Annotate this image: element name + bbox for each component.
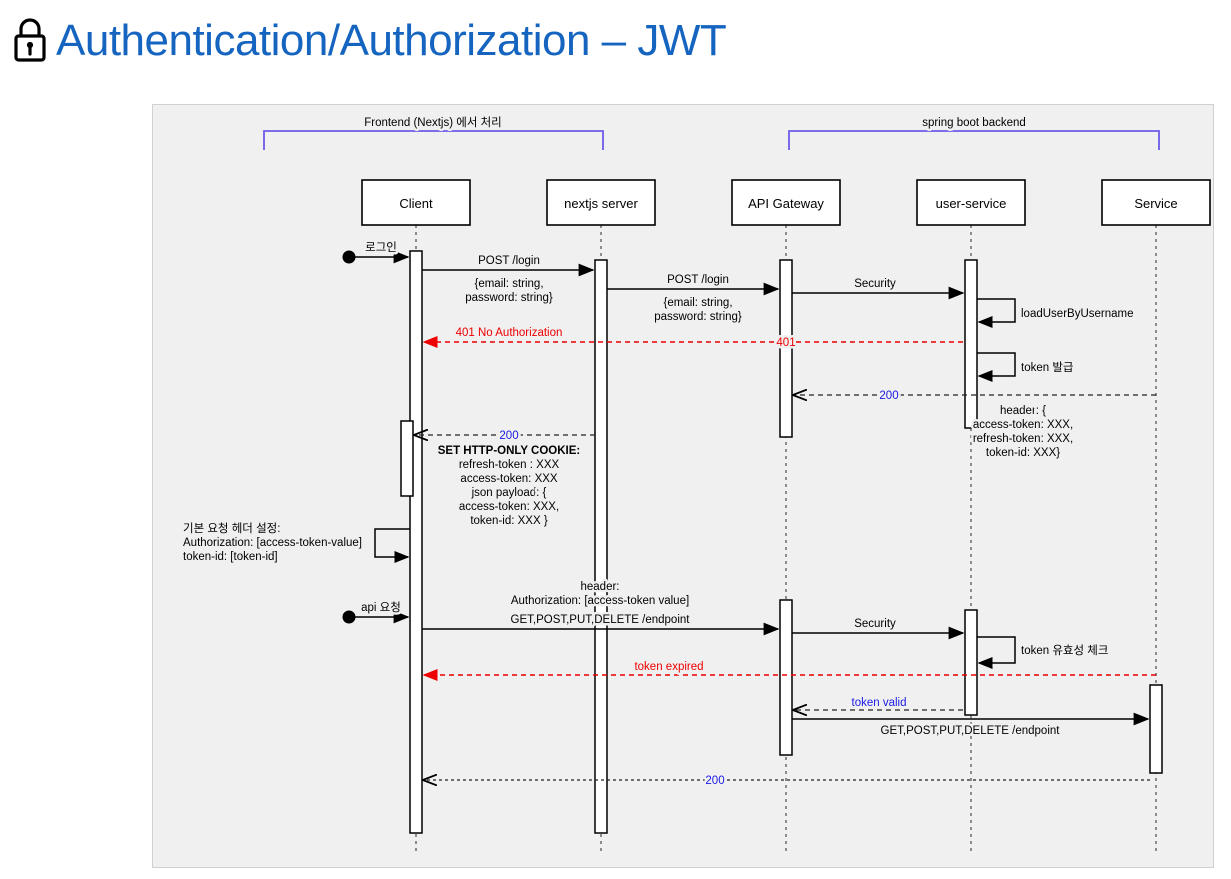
message-security-2-label: Security [854,618,896,630]
message-post-login-2-label: POST /login [667,274,729,286]
activation-gateway-login [779,259,793,438]
sequence-diagram-svg: Frontend (Nextjs) 에서 처리 spring boot back… [181,114,1211,855]
message-token-issue-label: token 발급 [1021,361,1074,374]
header-note-line2: access-token: XXX, [973,419,1073,431]
api-request-header-line1: header: [580,581,619,593]
message-post-login-1-body-line1: {email: string, [474,278,543,290]
group-frontend-label: Frontend (Nextjs) 에서 처리 [364,116,502,129]
actor-login-label: 로그인 [365,241,397,254]
cookie-note-line2: refresh-token : XXX [459,459,560,471]
lock-icon [10,15,50,67]
message-post-login-1: POST /login {email: string, password: st… [422,253,595,307]
activation-nextjs [594,259,608,834]
header-note-line4: token-id: XXX} [986,447,1060,459]
message-post-login-1-label: POST /login [478,255,540,267]
actor-api-request-label: api 요청 [361,601,401,614]
participant-nextjs-server-label: nextjs server [564,196,638,211]
default-header-note-line1: 기본 요청 헤더 설정: [183,522,280,535]
message-set-default-headers: 기본 요청 헤더 설정: Authorization: [access-toke… [181,520,410,566]
message-endpoint-forward-label: GET,POST,PUT,DELETE /endpoint [881,725,1061,737]
participant-client[interactable]: Client [361,179,471,226]
message-200-nextjs-to-client-label: 200 [499,430,518,442]
actor-start-api-request: api 요청 [342,599,410,624]
message-load-user-by-username-label: loadUserByUsername [1021,308,1134,320]
activation-gateway-api [779,599,793,756]
activation-service [1149,684,1163,774]
message-endpoint-forward: GET,POST,PUT,DELETE /endpoint [792,712,1150,740]
header-note-open: : { [1036,405,1046,417]
participant-service[interactable]: Service [1101,179,1211,226]
activation-client-nested [400,420,414,497]
cookie-note-line5: access-token: XXX, [459,501,559,513]
message-200-service-to-client: 200 [424,773,1150,790]
group-frontend: Frontend (Nextjs) 에서 처리 [263,114,604,150]
cookie-note-line4: json payload: { [471,487,547,499]
participant-client-label: Client [399,196,433,211]
message-token-issue: token 발급 [977,352,1076,382]
message-security-2: Security [792,616,965,640]
sequence-diagram-panel: Frontend (Nextjs) 에서 처리 spring boot back… [152,104,1214,868]
message-token-valid-label: token valid [852,697,907,709]
participant-nextjs-server[interactable]: nextjs server [546,179,656,226]
message-post-login-2-body-line1: {email: string, [663,297,732,309]
cookie-note-payload-open: : { [536,487,546,499]
message-security-1-label: Security [854,278,896,290]
page-title: Authentication/Authorization – JWT [10,10,727,72]
participant-api-gateway[interactable]: API Gateway [731,179,841,226]
default-header-note-line3: token-id: [token-id] [183,551,278,563]
group-backend-label: spring boot backend [922,117,1026,129]
message-token-expired-label: token expired [634,661,703,673]
activation-userservice-login [964,259,978,429]
page-title-text: Authentication/Authorization – JWT [56,16,727,65]
message-post-login-2-body-line2: password: string} [654,311,742,323]
api-request-verbs: GET,POST,PUT,DELETE /endpoint [511,614,691,626]
cookie-note-line3: access-token: XXX [460,473,557,485]
header-note-key: header [1000,405,1036,417]
actor-start-login: 로그인 [342,239,410,264]
header-note-line1: header: { [1000,405,1046,417]
message-200-user-to-gateway-label: 200 [879,390,898,402]
header-note-line3: refresh-token: XXX, [973,433,1073,445]
activation-userservice-api [964,609,978,716]
participant-user-service-label: user-service [936,196,1007,211]
message-200-service-to-client-label: 200 [705,775,724,787]
group-backend: spring boot backend [788,115,1160,150]
message-401-no-authorization: 401 No Authorization 401 [422,325,963,352]
participant-user-service[interactable]: user-service [916,179,1026,226]
activation-bars [400,250,1163,834]
default-header-note-line2: Authorization: [access-token-value] [183,537,362,549]
message-401-short-label: 401 [776,337,795,349]
message-token-valid: token valid [794,695,963,710]
api-request-header-line2: Authorization: [access-token value] [511,595,689,607]
participant-api-gateway-label: API Gateway [748,196,824,211]
participant-service-label: Service [1134,196,1177,211]
message-200-user-to-gateway: 200 header: { access-token: XXX, refresh… [794,388,1156,462]
message-post-login-1-body-line2: password: string} [465,292,553,304]
message-post-login-2: POST /login {email: string, password: st… [607,272,780,326]
message-token-expired: token expired [422,659,1156,681]
activation-client-main [409,250,423,834]
cookie-note-line6: token-id: XXX } [470,515,548,527]
message-load-user-by-username: loadUserByUsername [977,298,1136,328]
cookie-note-line1: SET HTTP-ONLY COOKIE: [438,445,581,457]
message-token-validity-check-label: token 유효성 체크 [1021,644,1108,657]
message-security-1: Security [792,276,965,300]
message-401-full-label: 401 No Authorization [456,327,563,339]
message-200-nextjs-to-client: 200 SET HTTP-ONLY COOKIE: refresh-token … [415,428,595,530]
message-api-request: header: Authorization: [access-token val… [422,579,780,636]
cookie-note-payload-key: json payload [471,487,537,499]
message-token-validity-check: token 유효성 체크 [977,636,1111,669]
